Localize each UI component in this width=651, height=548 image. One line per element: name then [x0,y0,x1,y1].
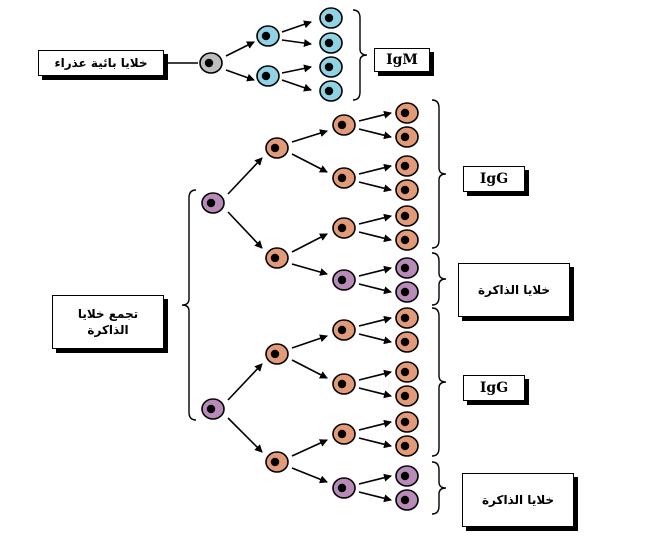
igg-top-bracket [431,99,447,249]
igg-bottom-bracket [431,307,447,457]
igg-leaf-bottom-5 [395,411,419,433]
arrow-leaf-top-3a [358,213,392,225]
arrow-naive-to-igm-a [225,41,255,57]
igm-cell-gen1-a [256,25,280,47]
arrow-gen2-top-1 [291,129,328,143]
igg-leaf-bottom-6 [395,435,419,457]
igg-top-label: IgG [463,166,525,192]
arrow-root-up-top [227,157,263,195]
arrow-leaf-bottom-1a [358,315,392,327]
memory-leaf-top-7 [395,257,419,279]
igm-cell-leaf-3 [319,56,343,78]
arrow-igm-a2 [281,39,312,48]
memory-cells-bottom-label: خلايا الذاكرة [462,473,574,527]
brackets-layer [181,9,447,515]
arrow-gen2-top-3 [291,233,328,253]
arrow-leaf-bottom-4a [358,473,392,485]
igm-cell-leaf-2 [319,32,343,54]
arrow-gen2-bottom-2 [291,359,328,379]
igg-cell-gen2-bottom-2 [332,373,356,395]
memory-pool-label: تجمع خلايا الذاكرة [52,295,164,349]
arrow-gen2-bottom-1 [291,334,328,349]
igg-leaf-top-3 [395,155,419,177]
igg-leaf-top-5 [395,205,419,227]
arrow-leaf-top-3b [358,231,392,243]
cells-layer [199,7,419,511]
igg-leaf-bottom-1 [395,307,419,329]
igg-leaf-top-1 [395,102,419,124]
arrow-gen2-top-4 [291,263,328,276]
memory-cell-gen2-bottom-4 [332,477,356,499]
memory-leaf-bottom-8 [395,489,419,511]
arrow-igm-b2 [281,79,312,92]
igg-cell-gen1-a-bottom [265,343,289,365]
memory-bottom-bracket [431,461,447,515]
naive-b-cell [199,52,223,74]
igg-leaf-top-4 [395,179,419,201]
arrow-leaf-bottom-1b [358,333,392,345]
igm-cell-leaf-1 [319,7,343,29]
igg-leaf-top-6 [395,229,419,251]
memory-top-bracket [431,252,447,306]
igg-leaf-top-2 [395,126,419,148]
memory-leaf-bottom-7 [395,465,419,487]
arrow-leaf-top-2a [358,163,392,175]
igm-label: IgM [374,48,430,72]
arrow-leaf-bottom-4b [358,491,392,503]
igg-cell-gen2-top-2 [332,167,356,189]
igg-cell-gen2-bottom-1 [332,319,356,341]
igg-leaf-bottom-2 [395,331,419,353]
igg-leaf-bottom-4 [395,385,419,407]
igg-cell-gen2-top-1 [332,114,356,136]
memory-root-cell-top [201,192,225,214]
igg-cell-gen1-b-bottom [265,451,289,473]
igg-cell-gen2-top-3 [332,217,356,239]
arrow-root-up-bottom [227,363,263,401]
arrow-root-down-top [227,211,263,249]
arrow-leaf-top-4b [358,283,392,295]
memory-leaf-top-8 [395,281,419,303]
arrow-igm-b1 [281,64,312,74]
igm-cell-leaf-4 [319,80,343,102]
arrow-leaf-bottom-2b [358,387,392,399]
arrow-leaf-top-2b [358,181,392,193]
memory-root-cell-bottom [201,398,225,420]
arrow-gen2-top-2 [291,153,328,173]
arrow-gen2-bottom-4 [291,467,328,484]
arrow-leaf-bottom-3b [358,437,392,449]
igm-bracket [352,9,368,101]
arrow-leaf-top-1b [358,128,392,140]
igg-cell-gen1-b-top [265,247,289,269]
arrows-layer [165,20,392,503]
arrow-leaf-top-1a [358,110,392,122]
igg-cell-gen1-a-top [265,137,289,159]
memory-pool-bracket [181,189,197,421]
arrow-gen2-bottom-3 [291,439,328,457]
memory-cell-gen2-top-4 [332,269,356,291]
arrow-naive-to-igm-b [225,69,255,82]
arrow-leaf-top-4a [358,265,392,277]
arrow-leaf-bottom-2a [358,369,392,381]
arrow-root-down-bottom [227,417,263,453]
memory-cells-top-label: خلايا الذاكرة [458,263,570,317]
igg-bottom-label: IgG [463,375,525,401]
arrow-leaf-bottom-3a [358,419,392,431]
arrow-igm-a1 [281,20,312,33]
igg-leaf-bottom-3 [395,361,419,383]
igm-cell-gen1-b [256,65,280,87]
igg-cell-gen2-bottom-3 [332,423,356,445]
naive-b-cells-label: خلايا بائية عذراء [38,50,164,76]
